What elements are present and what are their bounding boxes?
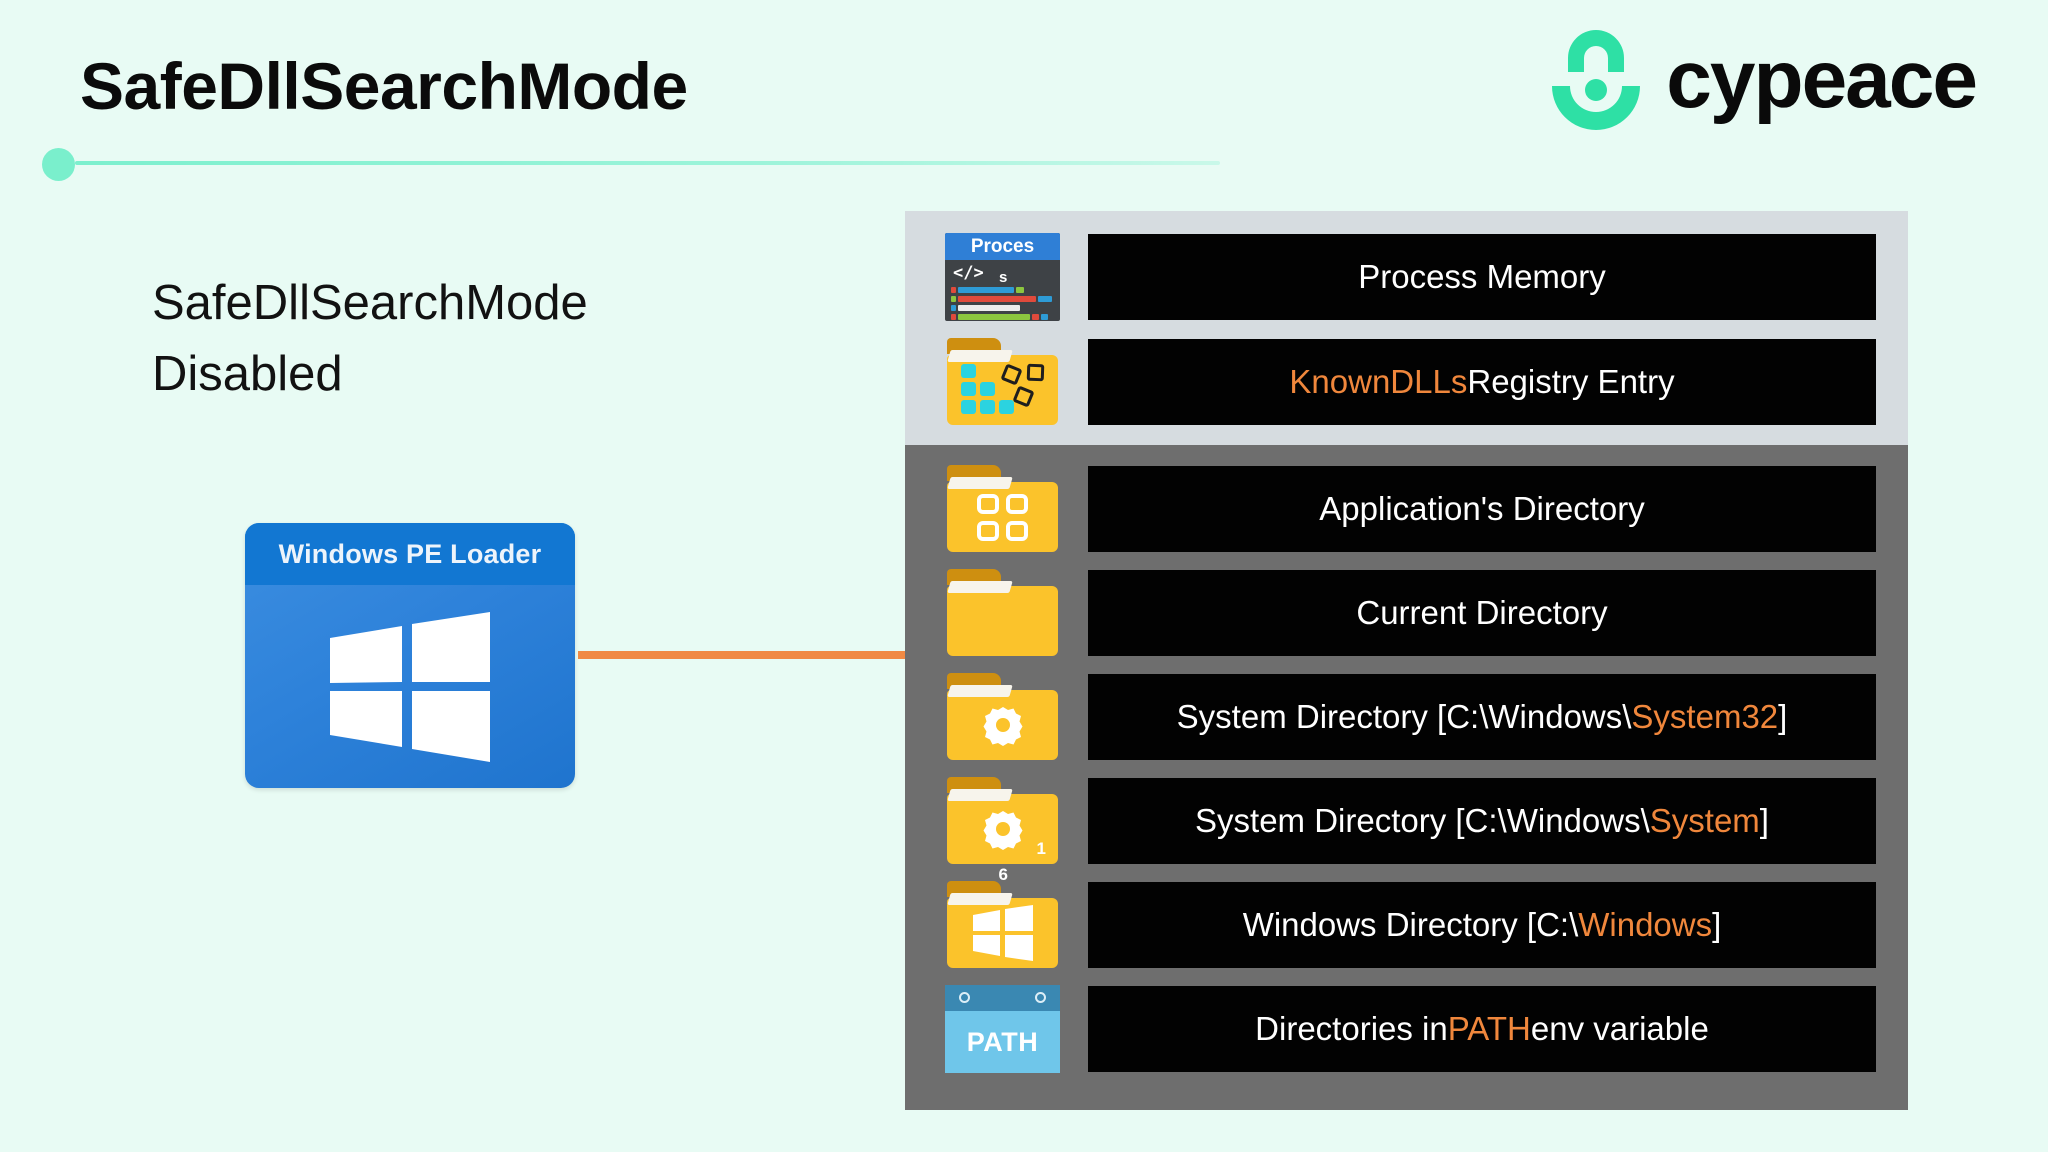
gear-glyph bbox=[947, 690, 1058, 760]
search-order-row: KnownDLLs Registry Entry bbox=[945, 338, 1876, 426]
dll-outline-square bbox=[1026, 363, 1045, 382]
application-folder-icon bbox=[945, 465, 1060, 553]
bar-text-highlight: Windows bbox=[1578, 906, 1713, 943]
bar-text-post: ] bbox=[1759, 802, 1769, 839]
search-order-row: Current Directory bbox=[945, 569, 1876, 657]
folder-paper-strip bbox=[947, 350, 1013, 362]
gear-icon bbox=[983, 811, 1022, 850]
folder-body bbox=[947, 586, 1058, 656]
windows-directory-bar: Windows Directory [C:\Windows] bbox=[1088, 882, 1876, 968]
bar-text-post: ] bbox=[1712, 906, 1722, 943]
system-directory-bar: System Directory [C:\Windows\System] bbox=[1088, 778, 1876, 864]
process-monitor-icon: Proces </> s bbox=[945, 233, 1060, 321]
knowndlls-folder-icon bbox=[945, 338, 1060, 426]
search-order-row: 1 6 System Directory [C:\Windows\System] bbox=[945, 777, 1876, 884]
windows-glyph bbox=[947, 898, 1058, 968]
search-order-row: Windows Directory [C:\Windows] bbox=[945, 881, 1876, 969]
bar-text-post: Current Directory bbox=[1356, 594, 1608, 631]
bar-text-highlight: PATH bbox=[1447, 1010, 1531, 1047]
title-accent-dot bbox=[42, 148, 75, 181]
folder-body bbox=[947, 898, 1058, 968]
page-title: SafeDllSearchMode bbox=[80, 49, 688, 123]
search-order-row: PATH Directories in PATH env variable bbox=[945, 985, 1876, 1073]
path-icon-hole bbox=[959, 992, 970, 1003]
process-icon-title: Proces bbox=[945, 233, 1060, 260]
folder-body bbox=[947, 482, 1058, 552]
bar-text-highlight: System bbox=[1649, 802, 1760, 839]
bar-text-post: env variable bbox=[1530, 1010, 1709, 1047]
logo-wordmark: cypeace bbox=[1666, 34, 1978, 125]
search-order-row: Application's Directory bbox=[945, 465, 1876, 553]
search-order-row: Proces </> s Process Memory bbox=[945, 233, 1876, 321]
search-order-panel: Application's Directory Current Director… bbox=[905, 445, 1908, 1110]
windows-logo-icon bbox=[330, 611, 490, 762]
application-directory-bar: Application's Directory bbox=[1088, 466, 1876, 552]
caption-line-2: Disabled bbox=[152, 347, 343, 402]
process-bars-graphic bbox=[951, 287, 1055, 321]
dll-blocks-graphic bbox=[961, 364, 1014, 414]
path-env-icon: PATH bbox=[945, 985, 1060, 1073]
bar-text-pre: Directories in bbox=[1255, 1010, 1448, 1047]
knowndlls-registry-bar: KnownDLLs Registry Entry bbox=[1088, 339, 1876, 425]
bar-text-pre: Windows Directory [C:\ bbox=[1242, 906, 1579, 943]
bar-text-post: ] bbox=[1778, 698, 1788, 735]
bar-text-pre: System Directory [C:\Windows\ bbox=[1176, 698, 1632, 735]
system16-gear-folder-icon: 1 6 bbox=[945, 777, 1060, 884]
path-env-bar: Directories in PATH env variable bbox=[1088, 986, 1876, 1072]
path-icon-label: PATH bbox=[945, 1011, 1060, 1073]
bar-text-pre: System Directory [C:\Windows\ bbox=[1195, 802, 1650, 839]
bar-text-highlight: KnownDLLs bbox=[1289, 363, 1468, 400]
version-badge-1: 1 bbox=[1036, 839, 1046, 858]
windows-logo-icon bbox=[972, 905, 1033, 961]
folder-paper-strip bbox=[947, 581, 1013, 593]
bar-text-post: Registry Entry bbox=[1467, 363, 1675, 400]
loader-to-search-order-connector bbox=[578, 651, 908, 659]
search-order-row: System Directory [C:\Windows\System32] bbox=[945, 673, 1876, 761]
bar-text-highlight: System32 bbox=[1631, 698, 1779, 735]
title-underline-rule bbox=[75, 161, 1220, 165]
process-icon-subtitle: s bbox=[999, 269, 1008, 286]
code-brackets-icon: </> bbox=[953, 263, 984, 283]
version-badge-6: 6 bbox=[998, 865, 1008, 884]
plain-folder-icon bbox=[945, 569, 1060, 657]
windows-pe-loader-box: Windows PE Loader bbox=[245, 523, 575, 788]
path-icon-hole bbox=[1035, 992, 1046, 1003]
windows-folder-icon bbox=[945, 881, 1060, 969]
known-sources-panel: Proces </> s Process Memory bbox=[905, 211, 1908, 445]
bar-text-post: Process Memory bbox=[1358, 258, 1606, 295]
brand-logo: cypeace bbox=[1548, 28, 1978, 132]
left-caption: SafeDllSearchMode Disabled bbox=[152, 268, 772, 410]
caption-line-1: SafeDllSearchMode bbox=[152, 276, 588, 330]
bar-text-post: Application's Directory bbox=[1319, 490, 1645, 527]
system-gear-folder-icon bbox=[945, 673, 1060, 761]
pe-loader-title: Windows PE Loader bbox=[245, 523, 575, 585]
gear-icon bbox=[983, 707, 1022, 746]
pe-loader-body bbox=[245, 585, 575, 788]
process-memory-bar: Process Memory bbox=[1088, 234, 1876, 320]
path-icon-header bbox=[945, 985, 1060, 1011]
four-squares-glyph bbox=[947, 482, 1058, 552]
cypeace-lock-logo-icon bbox=[1552, 30, 1641, 130]
system32-directory-bar: System Directory [C:\Windows\System32] bbox=[1088, 674, 1876, 760]
current-directory-bar: Current Directory bbox=[1088, 570, 1876, 656]
gear-glyph bbox=[947, 794, 1058, 864]
